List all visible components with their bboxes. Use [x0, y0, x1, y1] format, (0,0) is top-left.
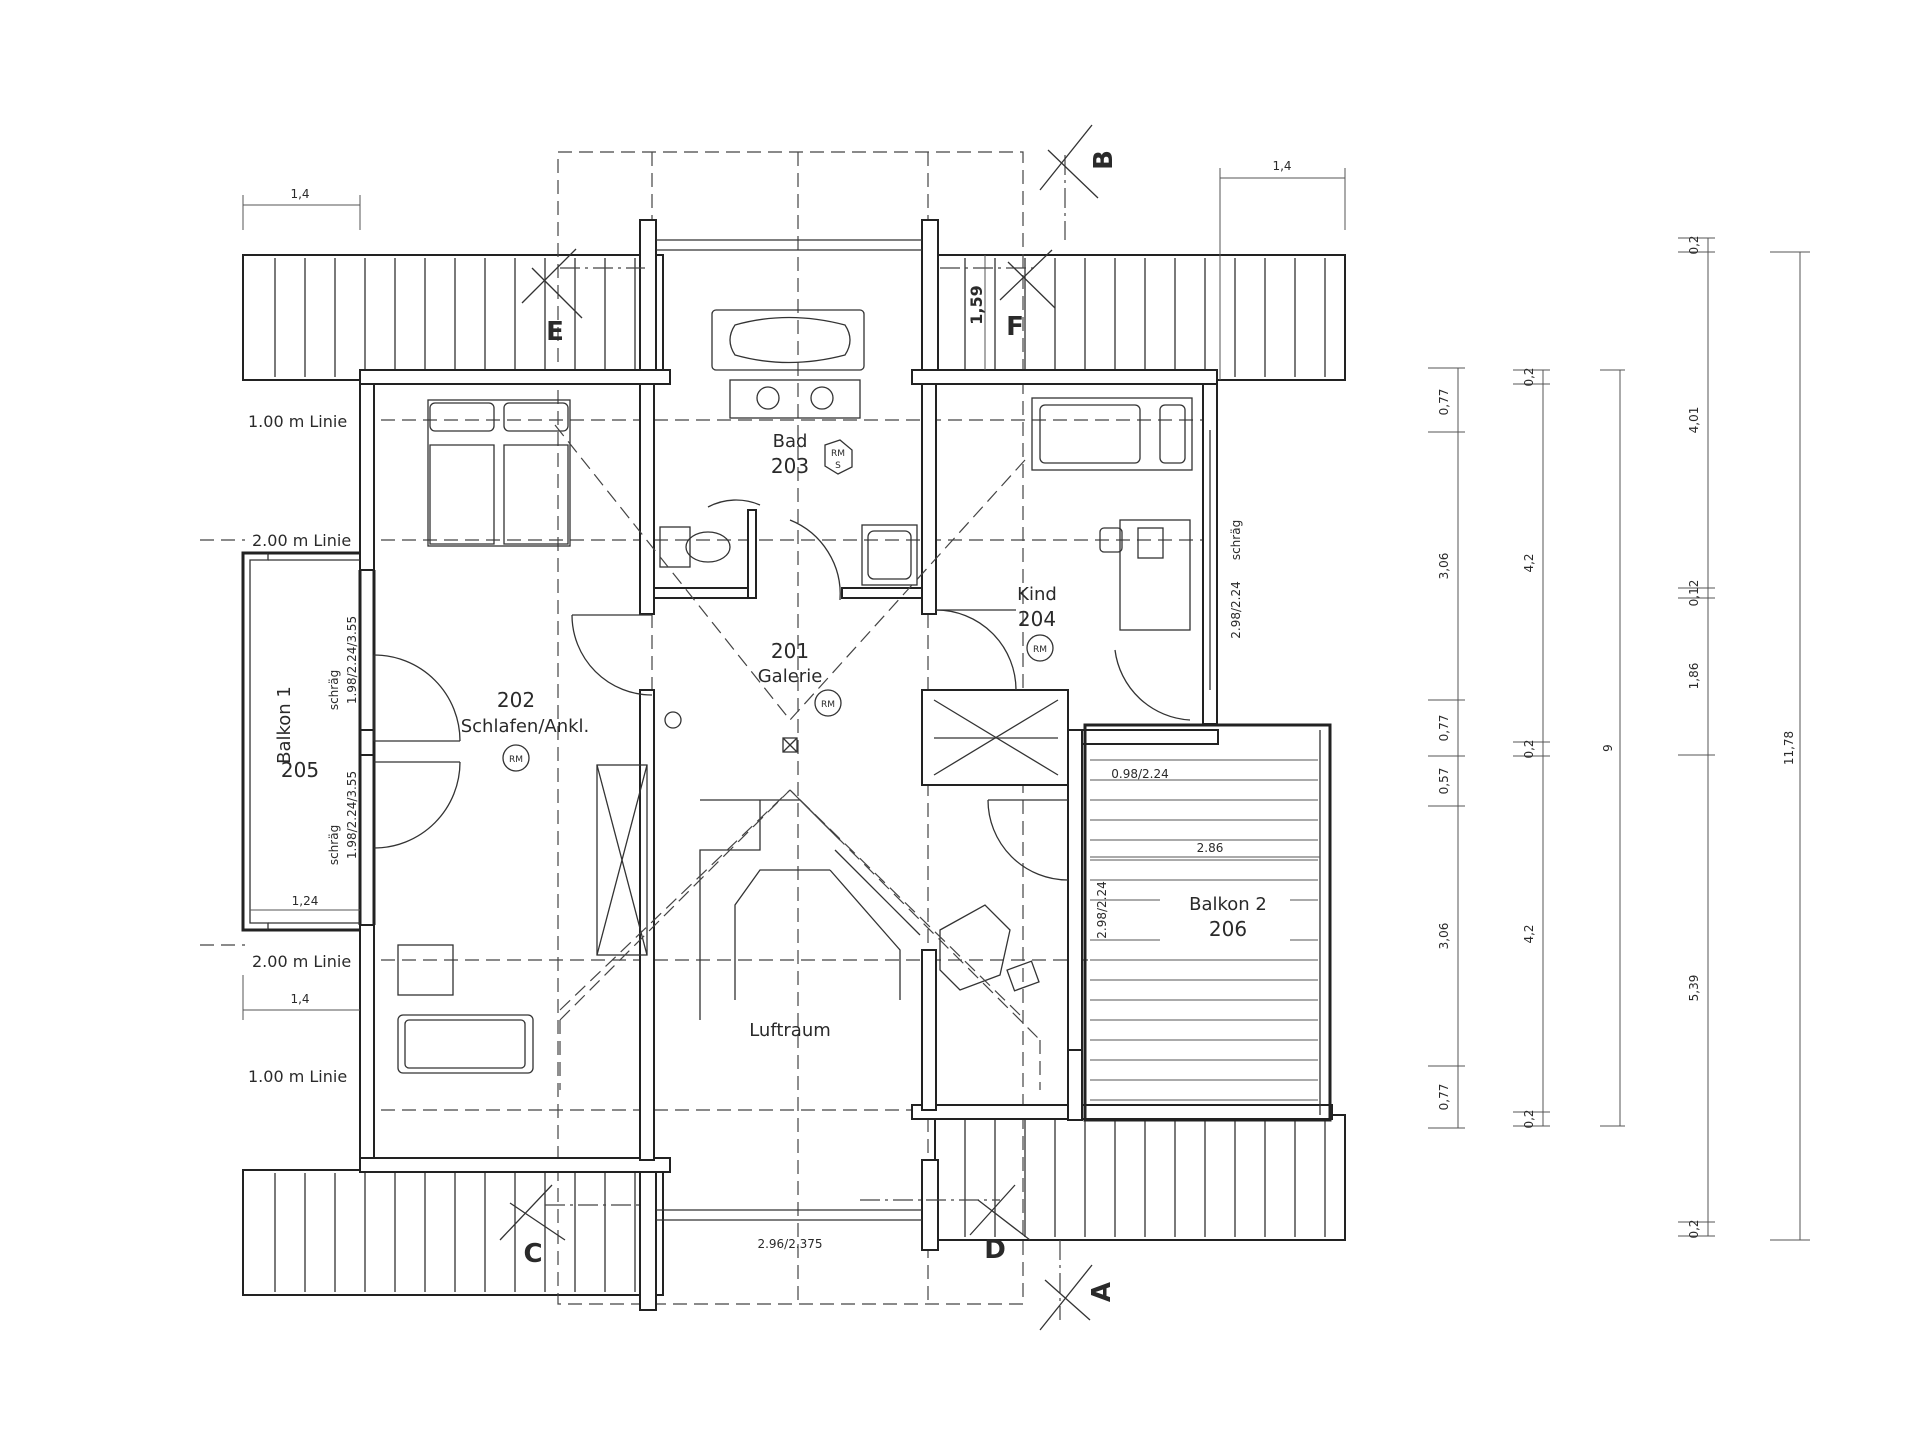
small-dimensions: 1,4 1,4 1,24 1,4 1,59 schräg 1.98/2.24/3… [242, 159, 1346, 1251]
bad-name: Bad [773, 431, 808, 452]
chain3-seg-3: 0,12 [1687, 580, 1701, 607]
luftraum-name: Luftraum [749, 1020, 831, 1041]
dim-dormer-height: 1,59 [967, 285, 986, 324]
chain1-seg-2: 3,06 [1437, 553, 1451, 580]
chain1-seg-3: 0,77 [1437, 715, 1451, 742]
misc-symbols [664, 711, 798, 753]
level-line-labels: 1.00 m Linie 2.00 m Linie 2.00 m Linie 1… [248, 412, 351, 1086]
wardrobe [596, 764, 648, 956]
galerie-name: Galerie [758, 666, 823, 687]
schlafen-number: 202 [497, 688, 535, 712]
balkon1-number: 205 [281, 758, 319, 782]
dim-balkon2-width: 2.86 [1197, 841, 1224, 855]
chain4-total: 11,78 [1782, 731, 1796, 765]
chain1-seg-4: 0,57 [1437, 768, 1451, 795]
diagonals [554, 424, 1026, 1016]
schlafen-name: Schlafen/Ankl. [461, 716, 590, 737]
level-lines [200, 419, 1215, 1111]
dim-window-left-top-note: schräg [327, 670, 341, 710]
balkon-2: Balkon 2 206 [1083, 723, 1332, 1122]
chain1-seg-6: 0,77 [1437, 1084, 1451, 1111]
dim-window-left-top: 1.98/2.24/3.55 [345, 616, 359, 704]
chain3-seg-4: 1,86 [1687, 663, 1701, 690]
galerie-tag: RM [821, 700, 835, 710]
chain2-seg-3: 0,2 [1522, 739, 1536, 758]
bathtub [711, 309, 865, 371]
chain2-seg-2: 4,2 [1522, 553, 1536, 572]
dim-bottom-window: 2.96/2.375 [757, 1237, 822, 1251]
kind-bed [1031, 397, 1193, 471]
dim-door-balkon2: 0.98/2.24 [1111, 767, 1168, 781]
dim-kind-window-note: schräg [1229, 520, 1243, 560]
toilet [659, 526, 731, 568]
balkon2-name: Balkon 2 [1189, 894, 1267, 915]
kind-tag: RM [1033, 645, 1047, 655]
chain2-seg-5: 0,2 [1522, 1109, 1536, 1128]
section-markers: B E F C D A [499, 124, 1119, 1331]
kind-desk [1099, 519, 1191, 631]
chain2-total: 9 [1601, 744, 1615, 752]
balkon1-name: Balkon 1 [274, 686, 295, 764]
dim-dormer-left: 1,4 [290, 187, 309, 201]
roof-top-right [934, 254, 1346, 381]
side-table [397, 944, 454, 996]
chain3-seg-2: 4,01 [1687, 407, 1701, 434]
section-label-f: F [1006, 312, 1024, 342]
roof-bottom-left [242, 1169, 664, 1296]
dim-dormer-right: 1,4 [1272, 159, 1291, 173]
sofa [397, 1014, 534, 1074]
chain3-seg-1: 0,2 [1687, 235, 1701, 254]
dim-kind-window: 2.98/2.24 [1229, 581, 1243, 638]
chain3-seg-6: 0,2 [1687, 1219, 1701, 1238]
chain3-seg-5: 5,39 [1687, 975, 1701, 1002]
stairwell [559, 789, 1041, 1090]
dim-balkon1-depth: 1,24 [292, 894, 319, 908]
armchair-desk [939, 904, 1040, 992]
balkon-1: Balkon 1 205 [241, 551, 360, 932]
dim-left-bottom: 1,4 [290, 992, 309, 1006]
shower [861, 524, 918, 586]
chain2-seg-4: 4,2 [1522, 924, 1536, 943]
roof-bottom-right [934, 1114, 1346, 1241]
section-label-d: D [984, 1235, 1006, 1265]
level-top-2m: 2.00 m Linie [252, 531, 351, 550]
level-bottom-2m: 2.00 m Linie [252, 952, 351, 971]
kind-number: 204 [1018, 607, 1056, 631]
dimension-chains: 0,77 3,06 0,77 0,57 3,06 0,77 0,2 4,2 0,… [1428, 235, 1810, 1241]
bad-number: 203 [771, 454, 809, 478]
roof-top-left [242, 254, 664, 381]
kind-name: Kind [1017, 584, 1057, 605]
level-top-1m: 1.00 m Linie [248, 412, 347, 431]
chain2-seg-1: 0,2 [1522, 367, 1536, 386]
section-label-c: C [523, 1239, 542, 1269]
dim-window-left-bottom: 1.98/2.24/3.55 [345, 771, 359, 859]
bad-tag-top: RM [831, 449, 845, 459]
chain1-seg-1: 0,77 [1437, 389, 1451, 416]
double-sink [729, 379, 861, 419]
double-bed [427, 399, 571, 547]
section-label-e: E [546, 317, 564, 347]
level-bottom-1m: 1.00 m Linie [248, 1067, 347, 1086]
room-labels: Bad 203 RM S 201 Galerie RM 202 Schlafen… [461, 431, 1057, 1041]
schlafen-tag: RM [509, 755, 523, 765]
balkon2-number: 206 [1209, 917, 1247, 941]
bad-tag-bottom: S [835, 461, 841, 471]
section-label-b: B [1089, 150, 1119, 170]
doors [373, 499, 1191, 881]
chain1-seg-5: 3,06 [1437, 923, 1451, 950]
section-label-a: A [1087, 1282, 1117, 1302]
galerie-number: 201 [771, 639, 809, 663]
dim-balkon2-window: 2.98/2.24 [1095, 881, 1109, 938]
dim-window-left-bottom-note: schräg [327, 825, 341, 865]
